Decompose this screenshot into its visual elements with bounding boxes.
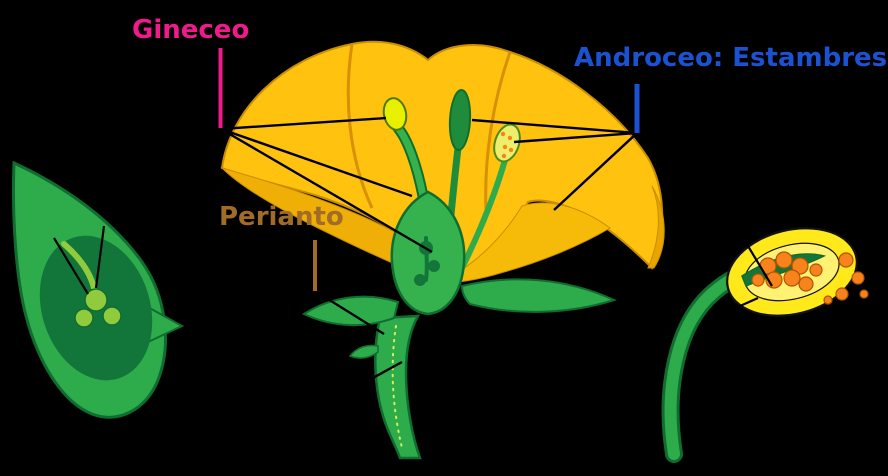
androceo-pointer-lines (471, 118, 638, 211)
label-perianto: Perianto (219, 202, 344, 232)
petal-separation-line (484, 51, 512, 211)
flower (220, 40, 665, 460)
stem (348, 314, 422, 460)
ovules (61, 241, 122, 328)
stem-dotted-line (391, 325, 403, 449)
pistil (382, 97, 466, 316)
stamen-anther-back (448, 89, 472, 151)
petal-separation-line (346, 43, 374, 209)
pollen-grains-released (823, 252, 869, 305)
sepal-left (301, 295, 400, 326)
stigma (382, 97, 408, 131)
perianto-pointer-lines (314, 249, 403, 398)
pistil-style (394, 124, 427, 200)
annotation-lines (220, 116, 638, 398)
anther-cross-section (661, 225, 869, 463)
stamen-anther-front (493, 123, 521, 163)
label-leader-lines (218, 48, 640, 291)
petal-front-right (438, 202, 611, 283)
label-gineceo: Gineceo (132, 15, 250, 45)
ovary-cross-section (12, 160, 185, 419)
label-androceo: Androceo: Estambres (574, 43, 888, 73)
stem-leaf-spur (348, 344, 379, 359)
ovule (84, 288, 108, 312)
ovule-pointer-lines (53, 225, 106, 295)
petal-curl-right (647, 185, 665, 269)
sepals (301, 278, 617, 326)
ovule (102, 306, 122, 326)
gineceo-pointer-lines (220, 116, 433, 254)
ovule (74, 308, 94, 328)
sepal-right (460, 278, 617, 313)
anther-pollen-dots (500, 131, 514, 159)
pollen-pointer-lines (703, 225, 773, 324)
